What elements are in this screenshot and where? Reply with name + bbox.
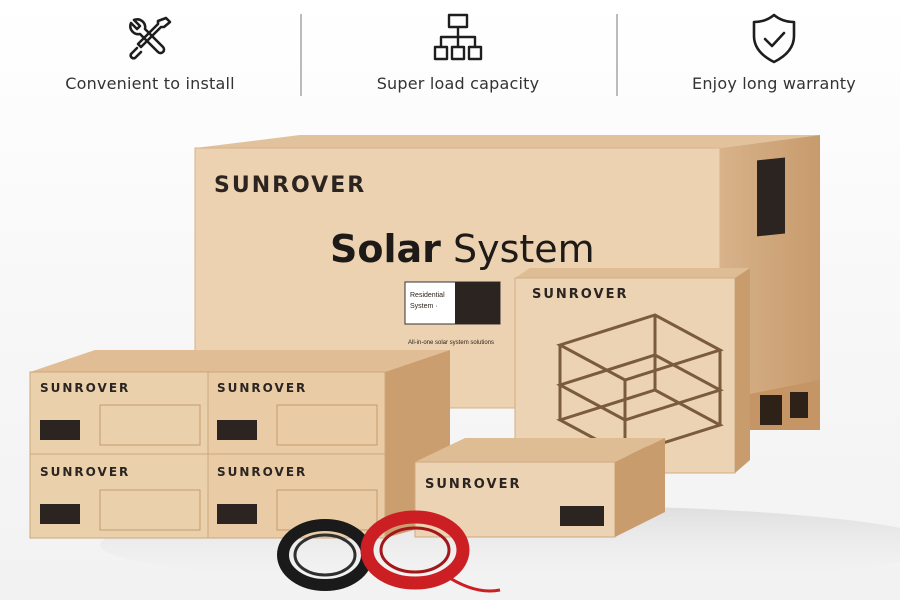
title-rest: System <box>441 227 595 271</box>
hierarchy-icon <box>433 13 483 61</box>
inverter-brand: SUNROVER <box>425 477 521 492</box>
battery-box <box>207 371 386 455</box>
battery-brand: SUNROVER <box>217 465 307 479</box>
feature-warranty-label: Enjoy long warranty <box>692 74 856 93</box>
feature-install-label: Convenient to install <box>65 74 235 93</box>
battery-box-stack: SUNROVER SUNROVER SUNROVER SUNROVER <box>29 350 450 539</box>
battery-labels <box>40 420 257 524</box>
feature-load-label: Super load capacity <box>376 74 540 93</box>
battery-brand: SUNROVER <box>40 465 130 479</box>
label-line1: Residential <box>410 292 445 299</box>
rack-box-brand: SUNROVER <box>532 287 628 302</box>
crate-brand: SUNROVER <box>214 173 366 198</box>
battery-brand: SUNROVER <box>40 381 130 395</box>
divider <box>300 14 302 96</box>
cable-red <box>360 510 501 593</box>
feature-strip: Convenient to install Super load capacit… <box>0 0 900 110</box>
feature-load: Super load capacity <box>308 10 608 93</box>
rack-drawing <box>556 313 724 457</box>
battery-box <box>29 371 209 455</box>
feature-warranty: Enjoy long warranty <box>624 10 900 93</box>
label-line2: System · <box>410 303 438 310</box>
battery-outline <box>99 404 378 531</box>
crate-tagline: All-in-one solar system solutions <box>408 340 494 346</box>
crate-title: Solar System <box>330 227 595 271</box>
inverter-box: SUNROVER <box>414 438 665 538</box>
tools-icon <box>129 16 172 60</box>
battery-brand: SUNROVER <box>217 381 307 395</box>
battery-box <box>29 453 209 539</box>
title-bold: Solar <box>330 227 441 271</box>
shield-check-icon <box>752 13 796 64</box>
feature-install: Convenient to install <box>0 10 300 93</box>
divider <box>616 14 618 96</box>
